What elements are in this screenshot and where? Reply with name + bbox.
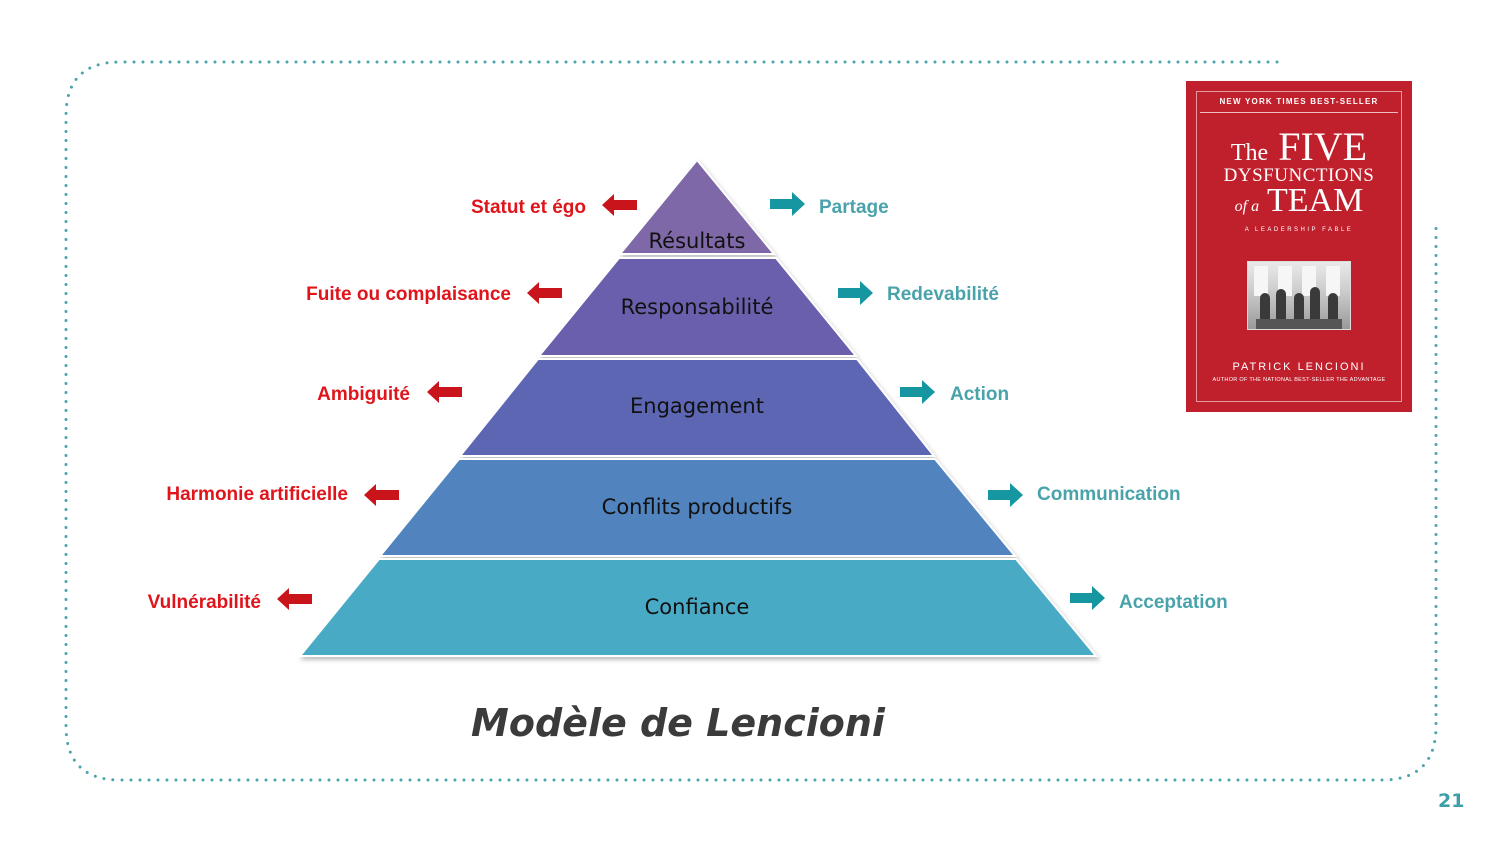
book-title-line-1: The FIVE: [1186, 127, 1412, 173]
remedy-label-5: Acceptation: [1119, 592, 1228, 613]
dysfunction-label-5: Vulnérabilité: [148, 592, 261, 613]
remedy-label-1: Partage: [819, 197, 889, 218]
photo-window: [1254, 266, 1268, 296]
book-cover: NEW YORK TIMES BEST-SELLER The FIVE DYSF…: [1186, 81, 1412, 412]
dysfunction-label-1: Statut et égo: [471, 197, 586, 218]
book-author: PATRICK LENCIONI: [1232, 361, 1366, 373]
photo-table: [1256, 319, 1342, 329]
diagram-caption: Modèle de Lencioni: [471, 701, 886, 745]
photo-figure: [1276, 289, 1286, 323]
pyramid: [297, 158, 1099, 657]
left-arrow-icon: [602, 194, 637, 216]
page-number: 21: [1438, 790, 1465, 812]
left-arrow-icon: [364, 484, 399, 506]
photo-figure: [1260, 293, 1270, 323]
remedy-label-3: Action: [950, 384, 1009, 405]
book-author-note: AUTHOR OF THE NATIONAL BEST-SELLER THE A…: [1212, 377, 1386, 383]
pyramid-tier-1: [617, 158, 777, 255]
tier-label-1: Résultats: [649, 229, 746, 253]
remedy-label-2: Redevabilité: [887, 284, 999, 305]
right-arrow-icon: [988, 483, 1023, 507]
right-arrow-icon: [770, 192, 805, 216]
right-arrow-icon: [900, 380, 935, 404]
left-arrows: [277, 194, 637, 610]
pyramid-tier-3: [457, 358, 937, 457]
left-arrow-icon: [427, 381, 462, 403]
pyramid-tier-5: [297, 558, 1099, 657]
pyramid-tier-4: [377, 458, 1018, 557]
photo-figure: [1294, 293, 1304, 323]
book-cover-frame: [1196, 91, 1402, 402]
dysfunction-label-4: Harmonie artificielle: [166, 484, 348, 505]
photo-figure: [1328, 293, 1338, 323]
book-title-of-a: of a: [1234, 198, 1260, 215]
dotted-frame: [64, 60, 1438, 782]
photo-window: [1326, 266, 1340, 296]
pyramid-tier-2: [536, 257, 859, 357]
right-arrow-icon: [838, 281, 873, 305]
remedy-label-4: Communication: [1037, 484, 1181, 505]
left-arrow-icon: [277, 588, 312, 610]
tier-label-4: Conflits productifs: [602, 495, 793, 519]
book-banner: NEW YORK TIMES BEST-SELLER: [1219, 97, 1379, 106]
tier-label-3: Engagement: [630, 394, 764, 418]
dysfunction-label-3: Ambiguité: [317, 384, 410, 405]
photo-window: [1278, 266, 1292, 296]
photo-figure: [1310, 287, 1320, 323]
book-divider: [1200, 112, 1398, 113]
book-subtitle: A LEADERSHIP FABLE: [1244, 227, 1354, 233]
tier-label-2: Responsabilité: [621, 295, 774, 319]
left-arrow-icon: [527, 282, 562, 304]
dysfunction-label-2: Fuite ou complaisance: [306, 284, 511, 305]
book-title-five: FIVE: [1278, 124, 1368, 169]
right-arrows: [770, 192, 1105, 610]
right-arrow-icon: [1070, 586, 1105, 610]
book-title-the: The: [1230, 140, 1269, 166]
book-title-team: TEAM: [1267, 182, 1364, 219]
book-title-line-3: of a TEAM: [1186, 183, 1412, 225]
tier-label-5: Confiance: [645, 595, 750, 619]
book-title-line-2: DYSFUNCTIONS: [1223, 165, 1375, 186]
book-cover-photo: [1247, 261, 1351, 330]
